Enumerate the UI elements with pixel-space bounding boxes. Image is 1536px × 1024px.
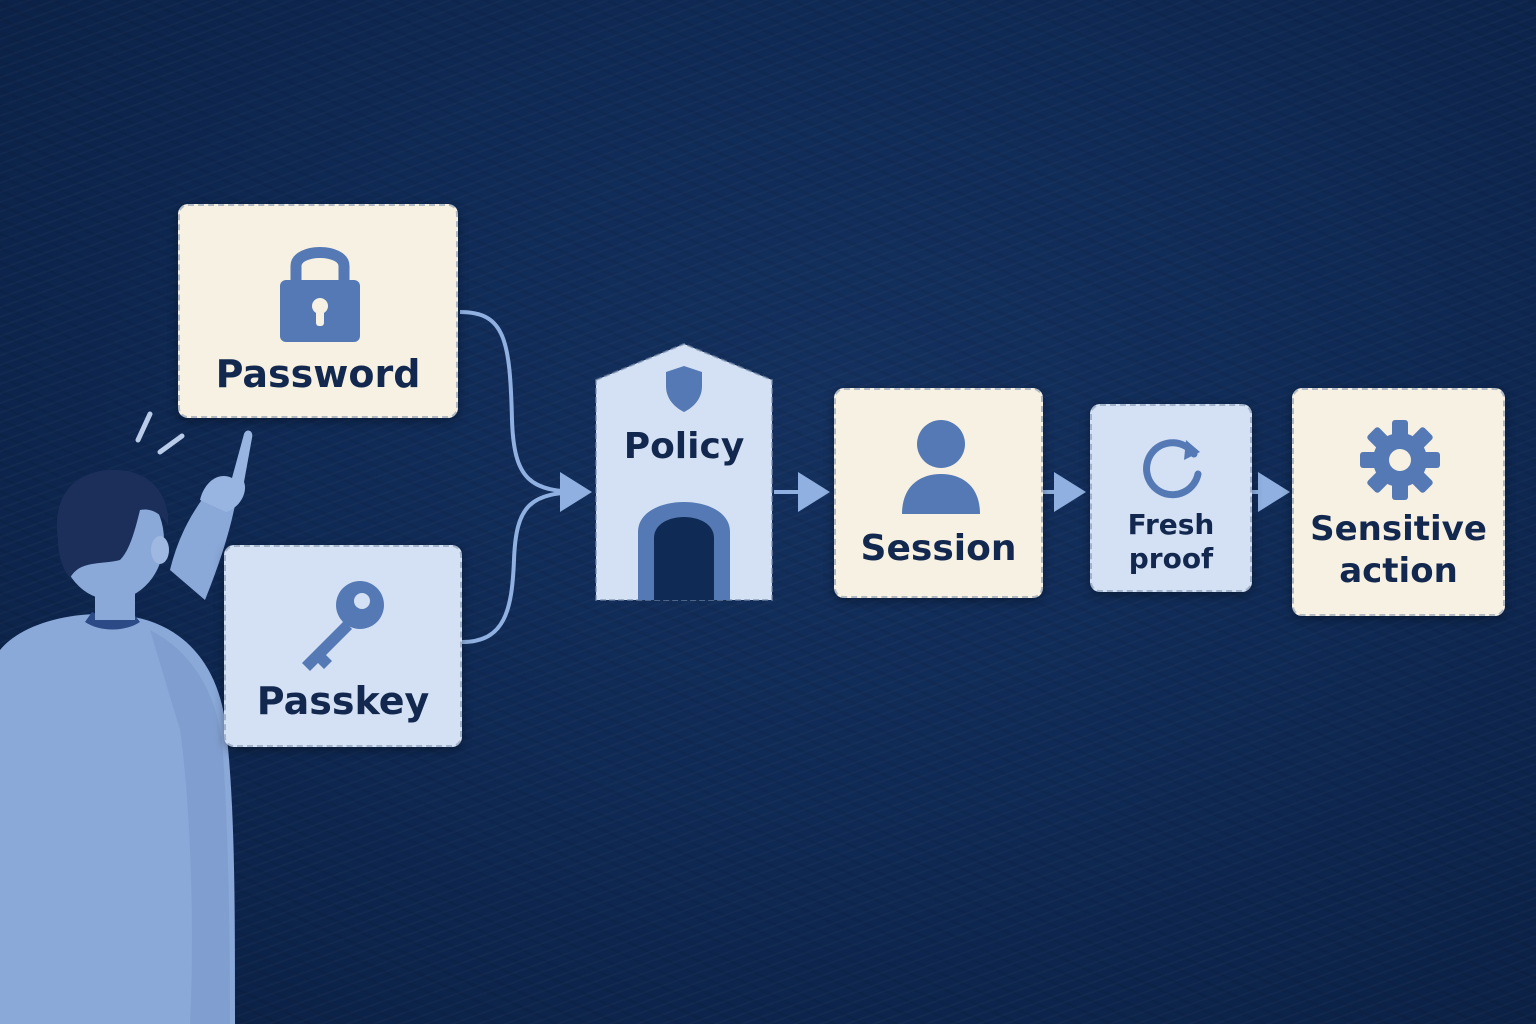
sensitive-action-line1: Sensitive [1310,509,1487,549]
fresh-proof-card: Fresh proof [1090,404,1252,592]
session-label: Session [860,528,1017,569]
refresh-icon [1143,439,1202,499]
person-illustration [0,411,253,1024]
password-label: Password [215,352,421,396]
passkey-label: Passkey [256,679,430,723]
key-icon [302,581,384,671]
policy-building [595,342,773,601]
fresh-proof-line1: Fresh [1127,508,1215,541]
lock-icon [280,247,360,342]
policy-label: Policy [623,426,745,467]
sensitive-action-line2: action [1339,551,1458,591]
sensitive-action-label: Sensitive action [1294,508,1503,592]
connector-password-to-policy [459,310,592,512]
session-card: Session [834,388,1043,598]
shield-icon [666,366,702,412]
policy-node: Policy [594,342,774,602]
password-card: Password [178,204,458,418]
fresh-proof-line2: proof [1128,542,1214,575]
gear-icon [1360,420,1440,500]
connector-passkey-to-policy [461,490,585,644]
fresh-proof-label: Fresh proof [1092,508,1250,576]
sensitive-action-card: Sensitive action [1292,388,1505,616]
passkey-card: Passkey [224,545,462,747]
user-icon [902,420,980,514]
